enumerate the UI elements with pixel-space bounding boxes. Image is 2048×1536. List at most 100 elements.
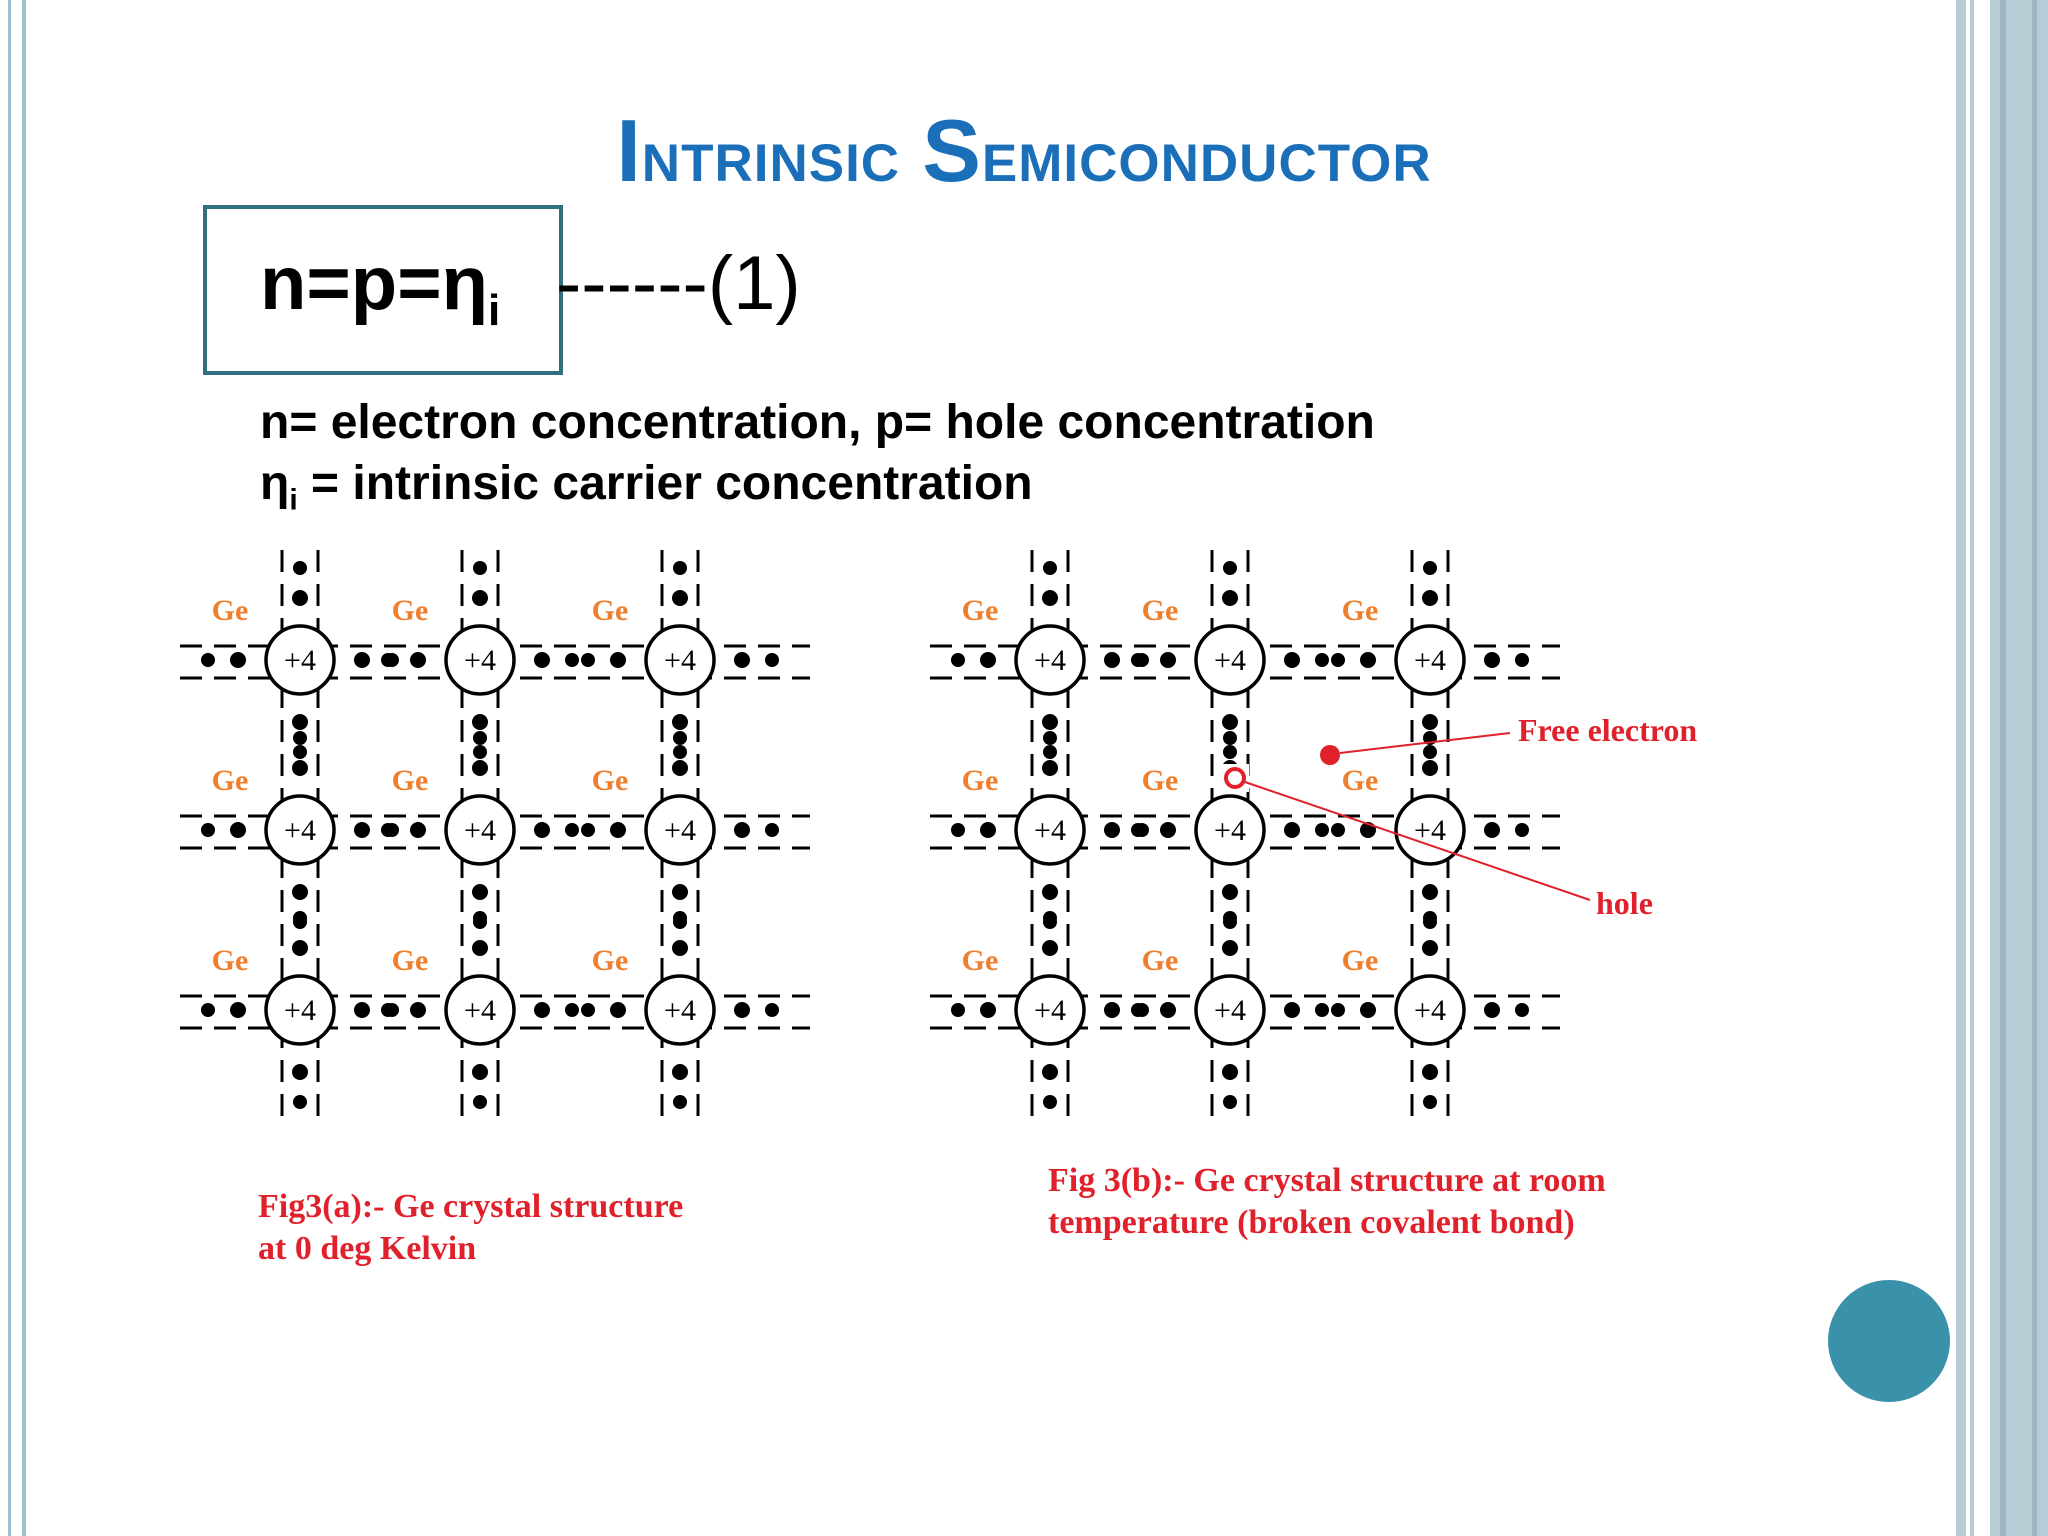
valence-electron bbox=[473, 561, 487, 575]
atom-charge-label: +4 bbox=[464, 994, 496, 1027]
definition-line-2: ηi = intrinsic carrier concentration bbox=[260, 456, 1033, 518]
valence-electron bbox=[673, 731, 687, 745]
atom-name-label: Ge bbox=[212, 944, 249, 977]
ge-atom bbox=[1014, 624, 1086, 696]
valence-electron bbox=[1222, 714, 1238, 730]
valence-electron bbox=[472, 760, 488, 776]
valence-electron bbox=[293, 1095, 307, 1109]
valence-electron bbox=[1223, 561, 1237, 575]
atom-name-label: Ge bbox=[962, 944, 999, 977]
valence-electron bbox=[410, 652, 426, 668]
valence-electron bbox=[951, 823, 965, 837]
valence-electron bbox=[1484, 822, 1500, 838]
valence-electron bbox=[673, 911, 687, 925]
valence-electron bbox=[565, 823, 579, 837]
atom-name-label: Ge bbox=[392, 764, 429, 797]
valence-electron bbox=[1423, 561, 1437, 575]
valence-electron bbox=[581, 653, 595, 667]
atom-charge-label: +4 bbox=[664, 814, 696, 847]
valence-electron bbox=[1043, 911, 1057, 925]
valence-electron bbox=[1042, 940, 1058, 956]
valence-electron bbox=[734, 652, 750, 668]
valence-electron bbox=[951, 653, 965, 667]
ge-atom bbox=[1194, 624, 1266, 696]
valence-electron bbox=[765, 823, 779, 837]
free-electron-pointer bbox=[1339, 732, 1511, 754]
title-word-2: emiconductor bbox=[981, 113, 1432, 198]
valence-electron bbox=[581, 1003, 595, 1017]
atom-charge-label: +4 bbox=[664, 994, 696, 1027]
atom-name-label: Ge bbox=[962, 764, 999, 797]
valence-electron bbox=[765, 653, 779, 667]
atom-charge-label: +4 bbox=[664, 644, 696, 677]
valence-electron bbox=[734, 822, 750, 838]
valence-electron bbox=[472, 714, 488, 730]
valence-electron bbox=[734, 1002, 750, 1018]
valence-electron bbox=[1515, 1003, 1529, 1017]
valence-electron bbox=[473, 1095, 487, 1109]
atom-name-label: Ge bbox=[1342, 944, 1379, 977]
valence-electron bbox=[1131, 653, 1145, 667]
valence-electron bbox=[201, 1003, 215, 1017]
ge-atom bbox=[264, 974, 336, 1046]
valence-electron bbox=[1422, 940, 1438, 956]
free-electron-dot bbox=[1320, 745, 1340, 765]
valence-electron bbox=[292, 940, 308, 956]
slide-title: Intrinsic Semiconductor bbox=[0, 100, 2048, 202]
crystal-lattice-a: +4Ge+4Ge+4Ge+4Ge+4Ge+4Ge+4Ge+4Ge+4Ge bbox=[180, 550, 810, 1120]
valence-electron bbox=[1423, 745, 1437, 759]
valence-electron bbox=[381, 823, 395, 837]
caption-3a-line-2: at 0 deg Kelvin bbox=[258, 1230, 477, 1267]
valence-electron bbox=[1315, 823, 1329, 837]
valence-electron bbox=[1160, 1002, 1176, 1018]
valence-electron bbox=[230, 1002, 246, 1018]
valence-electron bbox=[1104, 652, 1120, 668]
ge-atom bbox=[644, 794, 716, 866]
valence-electron bbox=[292, 714, 308, 730]
atom-charge-label: +4 bbox=[1414, 644, 1446, 677]
valence-electron bbox=[672, 590, 688, 606]
valence-electron bbox=[472, 884, 488, 900]
atom-charge-label: +4 bbox=[464, 814, 496, 847]
valence-electron bbox=[473, 731, 487, 745]
valence-electron bbox=[354, 822, 370, 838]
valence-electron bbox=[1422, 884, 1438, 900]
valence-electron bbox=[1042, 884, 1058, 900]
valence-electron bbox=[672, 940, 688, 956]
atom-name-label: Ge bbox=[592, 594, 629, 627]
valence-electron bbox=[1043, 1095, 1057, 1109]
ge-atom bbox=[264, 624, 336, 696]
valence-electron bbox=[1043, 561, 1057, 575]
valence-electron bbox=[292, 760, 308, 776]
left-decor-bar bbox=[0, 0, 26, 1536]
valence-electron bbox=[293, 561, 307, 575]
valence-electron bbox=[534, 1002, 550, 1018]
valence-electron bbox=[1160, 652, 1176, 668]
valence-electron bbox=[1422, 760, 1438, 776]
valence-electron bbox=[1284, 822, 1300, 838]
title-initial-2: S bbox=[922, 101, 982, 200]
atom-charge-label: +4 bbox=[1034, 644, 1066, 677]
atom-charge-label: +4 bbox=[464, 644, 496, 677]
valence-electron bbox=[1104, 1002, 1120, 1018]
valence-electron bbox=[980, 1002, 996, 1018]
hole-label: hole bbox=[1596, 885, 1653, 921]
ge-atom bbox=[1194, 974, 1266, 1046]
valence-electron bbox=[951, 1003, 965, 1017]
atom-name-label: Ge bbox=[212, 594, 249, 627]
valence-electron bbox=[1222, 590, 1238, 606]
valence-electron bbox=[1043, 745, 1057, 759]
valence-electron bbox=[410, 1002, 426, 1018]
free-electron-label: Free electron bbox=[1518, 712, 1697, 748]
atom-name-label: Ge bbox=[1342, 764, 1379, 797]
valence-electron bbox=[565, 1003, 579, 1017]
ge-atom bbox=[1394, 974, 1466, 1046]
valence-electron bbox=[672, 760, 688, 776]
valence-electron bbox=[1484, 652, 1500, 668]
valence-electron bbox=[534, 652, 550, 668]
crystal-lattice-b: +4Ge+4Ge+4Ge+4Ge+4Ge+4Ge+4Ge+4Ge+4GeFree… bbox=[930, 550, 1697, 1120]
valence-electron bbox=[1043, 731, 1057, 745]
valence-electron bbox=[610, 1002, 626, 1018]
caption-fig-3a: Fig3(a):- Ge crystal structure at 0 deg … bbox=[258, 1186, 818, 1270]
eta-symbol: η bbox=[260, 457, 290, 510]
